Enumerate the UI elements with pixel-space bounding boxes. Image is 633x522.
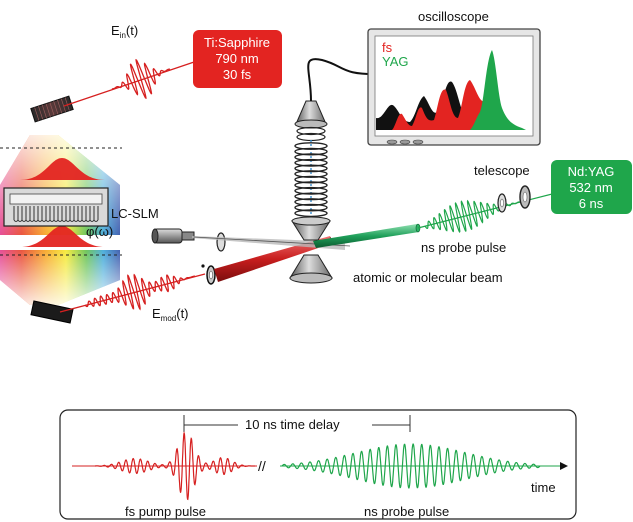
ns-probe-wave <box>281 443 541 489</box>
coil-ring <box>294 158 328 167</box>
coil-ring <box>294 147 328 156</box>
pump-beam-rod <box>214 236 333 282</box>
output-beam <box>59 273 206 313</box>
tof-spectrometer <box>289 100 333 284</box>
telescope-lenses <box>497 185 531 213</box>
ndyag-box: Nd:YAG 532 nm 6 ns <box>551 160 632 214</box>
coil-ring <box>294 170 328 178</box>
ti-line2: 790 nm <box>215 51 258 66</box>
coil-ring <box>294 203 328 212</box>
delay-label: 10 ns time delay <box>245 417 340 432</box>
time-label: time <box>531 480 556 495</box>
coil-ring <box>294 153 328 162</box>
telescope-label: telescope <box>474 163 530 178</box>
molecular-beam <box>192 236 345 250</box>
timing-panel <box>59 409 577 520</box>
coil-ring <box>294 192 328 201</box>
skimmer <box>216 232 226 252</box>
ein-label: Ein(t) <box>111 23 138 40</box>
oscilloscope-label: oscilloscope <box>418 9 489 24</box>
phase-label: φ(ω) <box>86 224 113 239</box>
probe-beam <box>417 191 561 229</box>
detector-cable <box>307 58 381 102</box>
coil-ring <box>294 186 328 195</box>
ti-line3: 30 fs <box>223 67 252 82</box>
beam-label: atomic or molecular beam <box>353 270 503 285</box>
emod-label: Emod(t) <box>152 306 189 323</box>
grating-bottom <box>30 300 74 324</box>
scope-legend-fs: fs <box>382 40 393 55</box>
ns-probe-label: ns probe pulse <box>421 240 506 255</box>
coil-ring <box>294 181 328 190</box>
grating-top-lines <box>34 97 70 121</box>
time-axis-arrow <box>560 462 568 470</box>
coil-ring <box>294 164 328 173</box>
nd-line1: Nd:YAG <box>568 164 615 179</box>
coil-ring <box>294 198 328 206</box>
scope-legend-yag: YAG <box>382 54 409 69</box>
coil-ring <box>294 209 328 218</box>
fs-pump-label: fs pump pulse <box>125 504 206 519</box>
ti-sapphire-box: Ti:Sapphire 790 nm 30 fs <box>193 30 282 88</box>
focusing-lens <box>201 264 216 285</box>
oscilloscope <box>367 28 541 146</box>
modulated-pulse-wave <box>84 273 196 311</box>
delay-bracket <box>183 415 411 432</box>
coil-ring <box>294 142 328 150</box>
nd-line3: 6 ns <box>579 196 604 211</box>
probe-beam-rod <box>313 224 419 248</box>
coil-ring <box>294 175 328 184</box>
lc-slm-device <box>3 187 109 227</box>
ns-probe-timing-label: ns probe pulse <box>364 504 449 519</box>
ti-line1: Ti:Sapphire <box>204 35 270 50</box>
fs-pump-wave <box>95 431 255 501</box>
lcslm-label: LC-SLM <box>111 206 159 221</box>
input-pulse-wave <box>111 58 171 100</box>
axis-break-mark: // <box>258 458 266 474</box>
nd-line2: 532 nm <box>569 180 612 195</box>
molecular-beam-nozzle <box>151 228 195 244</box>
